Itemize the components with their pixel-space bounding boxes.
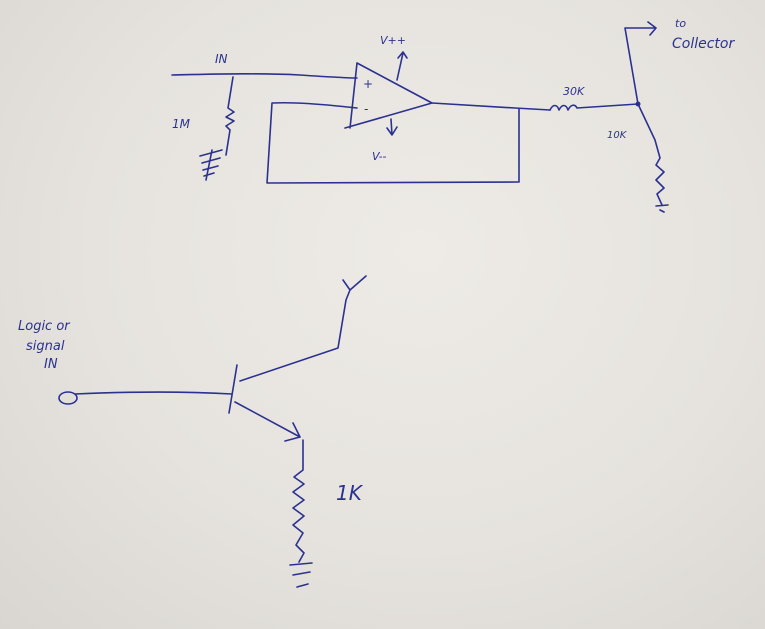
logic-input-label-3: IN bbox=[44, 357, 58, 372]
input-label: IN bbox=[215, 52, 228, 66]
input-resistor-1m bbox=[225, 76, 235, 156]
collector-label: Collector bbox=[672, 36, 735, 52]
input-resistor-label: 1M bbox=[172, 117, 191, 131]
opamp-triangle bbox=[344, 62, 433, 129]
emitter-resistor-label: 1K bbox=[336, 481, 364, 505]
logic-input-label-1: Logic or bbox=[18, 319, 71, 334]
v-minus-label: V-- bbox=[372, 150, 387, 163]
series-resistor-label: 30K bbox=[563, 85, 585, 98]
collector-lead bbox=[239, 275, 367, 382]
collector-wire bbox=[624, 21, 657, 105]
output-wire bbox=[431, 102, 551, 111]
minus-input-label: - bbox=[364, 102, 368, 116]
logic-input-label-2: signal bbox=[26, 339, 65, 354]
base-wire bbox=[74, 391, 233, 395]
emitter-resistor-1k bbox=[292, 439, 305, 563]
emitter-arrow bbox=[234, 401, 301, 442]
input-terminal bbox=[58, 391, 78, 405]
series-resistor-30k bbox=[549, 103, 639, 111]
ground-symbol bbox=[199, 149, 223, 181]
v-plus-label: V++ bbox=[380, 34, 406, 47]
feedback-wire bbox=[266, 101, 520, 184]
input-wire bbox=[171, 73, 358, 79]
to-label: to bbox=[675, 17, 686, 30]
shunt-resistor-label: 10K bbox=[607, 130, 628, 141]
plus-input-label: + bbox=[363, 77, 373, 91]
v-minus-arrow bbox=[386, 118, 398, 136]
transistor-circuit: Logic or signal IN 1K bbox=[18, 275, 367, 588]
transistor-base-bar bbox=[228, 364, 238, 414]
emitter-ground bbox=[289, 562, 313, 588]
v-plus-arrow bbox=[396, 51, 408, 81]
opamp-circuit: IN 1M V++ V-- + - 30K 10K to Collector bbox=[171, 17, 735, 213]
shunt-resistor-10k bbox=[637, 103, 669, 213]
